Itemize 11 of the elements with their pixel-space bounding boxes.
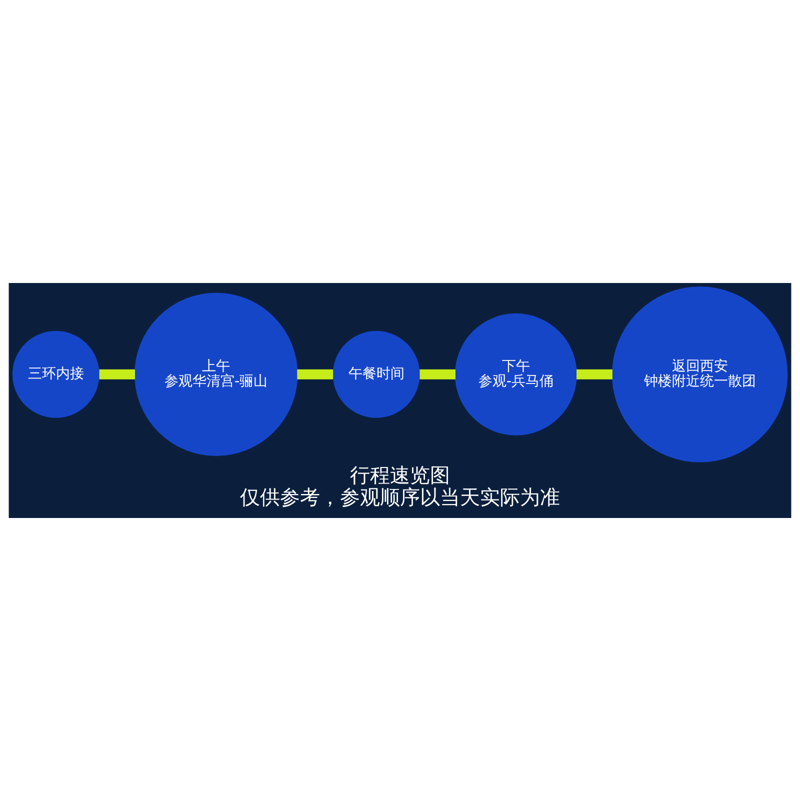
connector <box>420 368 456 379</box>
connector <box>576 368 612 379</box>
node-circle: 下午 参观-兵马俑 <box>454 312 577 435</box>
node-circle: 午餐时间 <box>332 330 420 418</box>
node-circle: 三环内接 <box>12 330 100 418</box>
caption: 仅供参考，参观顺序以当天实际为准 <box>240 484 560 508</box>
node-circle: 返回西安 钟楼附近统一散团 <box>612 286 788 462</box>
node-circle: 上午 参观华清宫-骊山 <box>134 292 298 456</box>
diagram-title: 行程速览图 <box>350 462 450 486</box>
connector <box>99 368 135 379</box>
connector <box>297 368 334 379</box>
